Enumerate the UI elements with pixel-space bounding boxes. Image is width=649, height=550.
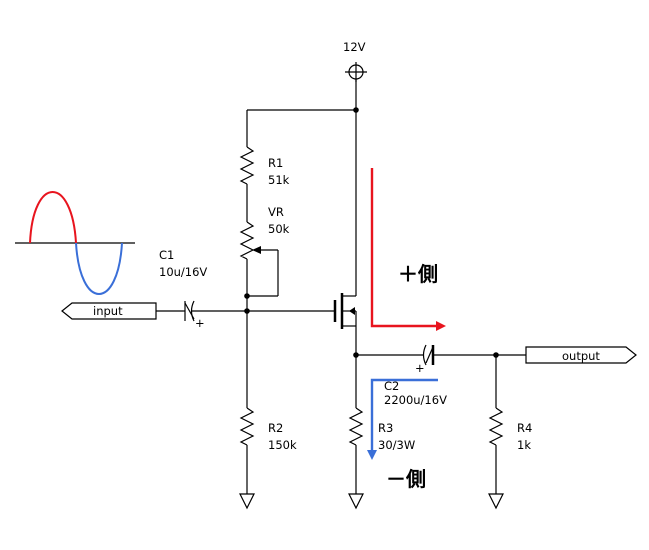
supply-label: 12V	[343, 40, 366, 54]
capacitor-c1: + C1 10u/16V	[159, 248, 247, 330]
minus-side-arrow: －側	[367, 378, 438, 491]
potentiometer-vr: VR 50k	[239, 205, 290, 310]
sine-negative-half	[75, 242, 123, 295]
ground-icon	[348, 493, 364, 510]
junction-dot	[353, 107, 359, 113]
resistor-r4: R4 1k	[488, 352, 532, 510]
resistor-r3: R3 30/3W	[348, 352, 415, 510]
capacitor-c2: + C2 2200u/16V	[356, 344, 496, 407]
r2-value: 150k	[268, 438, 297, 452]
r4-value: 1k	[517, 438, 531, 452]
r1-ref: R1	[268, 156, 283, 170]
r1-value: 51k	[268, 173, 290, 187]
input-port: input	[61, 302, 183, 320]
junction-dot	[244, 293, 250, 299]
r4-ref: R4	[517, 421, 532, 435]
c2-polarity: +	[415, 361, 425, 375]
supply-terminal: 12V	[343, 40, 367, 82]
wiper-arrow	[252, 246, 261, 254]
r3-value: 30/3W	[378, 438, 415, 452]
supply-rail	[247, 79, 359, 296]
ground-icon	[488, 493, 504, 510]
ground-icon	[239, 493, 255, 510]
sine-positive-half	[29, 191, 77, 244]
vr-ref: VR	[268, 205, 284, 219]
minus-side-label: －側	[386, 467, 426, 491]
r3-ref: R3	[378, 421, 393, 435]
resistor-r1: R1 51k	[239, 110, 290, 222]
plus-side-arrow: ＋側	[370, 168, 446, 331]
c1-value: 10u/16V	[159, 265, 207, 279]
c2-ref: C2	[384, 379, 399, 393]
sine-wave-illustration	[15, 191, 135, 295]
r2-ref: R2	[268, 421, 283, 435]
resistor-r2: R2 150k	[239, 308, 297, 510]
output-label: output	[562, 349, 600, 363]
vr-value: 50k	[268, 222, 290, 236]
output-port: output	[496, 346, 637, 364]
plus-side-label: ＋側	[398, 262, 438, 286]
c1-ref: C1	[159, 248, 174, 262]
mosfet-body-arrow	[349, 307, 355, 315]
mosfet	[247, 293, 357, 355]
c1-polarity: +	[195, 316, 205, 330]
c2-value: 2200u/16V	[384, 393, 447, 407]
input-label: input	[93, 304, 123, 318]
